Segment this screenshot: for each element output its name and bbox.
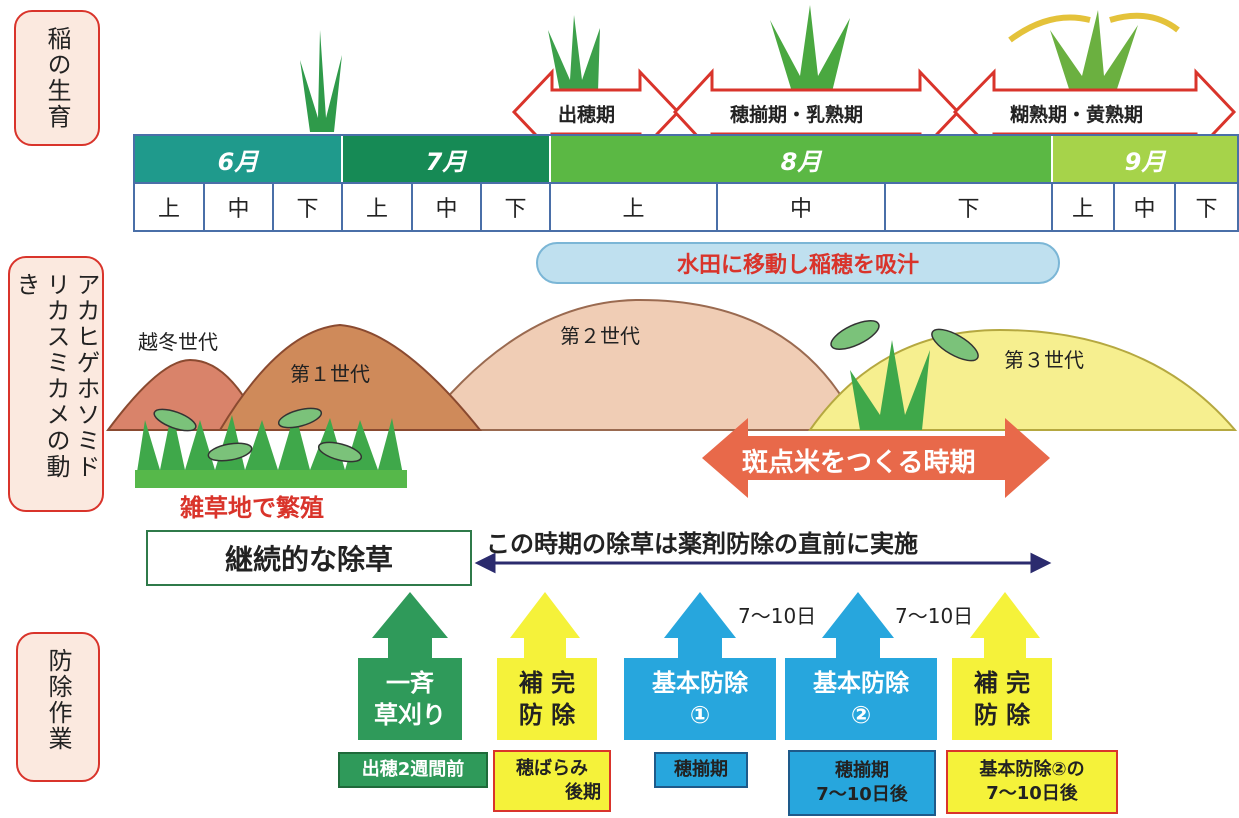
bug-side-label-box: アカヒゲホソミドリカスミカメの動き <box>8 256 104 512</box>
growth-side-label: 稲の生育 <box>43 26 71 130</box>
bug-icon <box>317 441 363 463</box>
interval-label-2: 7～10日 <box>895 604 974 628</box>
month-june: 6月 <box>135 136 343 182</box>
hill-gen1 <box>218 323 483 431</box>
weed-grass-icon <box>135 410 405 485</box>
timing-basic-1: 穂揃期 <box>654 752 748 788</box>
dekad-cell: 下 <box>1176 184 1237 230</box>
dekad-cell: 下 <box>482 184 551 230</box>
rice-young-plant-icon <box>548 15 600 92</box>
paddy-migration-text: 水田に移動し稲穂を吸汁 <box>676 253 919 278</box>
rice-seedling-icon <box>300 30 342 132</box>
paddy-migration-banner: 水田に移動し稲穂を吸汁 <box>536 242 1060 284</box>
stage-label-ripening: 穂揃期・乳熟期 <box>730 104 864 126</box>
work-item-supplementary-1: 補 完 防 除 <box>497 658 597 740</box>
weeding-note: この時期の除草は薬剤防除の直前に実施 <box>486 530 918 558</box>
timing-supplementary-1: 穂ばらみ 後期 <box>493 750 611 812</box>
dekad-cell: 中 <box>718 184 886 230</box>
dekad-cell: 中 <box>205 184 274 230</box>
dekad-cell: 上 <box>343 184 413 230</box>
stage-label-heading: 出穂期 <box>558 104 616 126</box>
growth-side-label-box: 稲の生育 <box>14 10 100 146</box>
bug-icon <box>277 407 323 429</box>
yellow-up-arrow-icon <box>970 592 1040 658</box>
interval-label-1: 7～10日 <box>738 604 817 628</box>
month-august: 8月 <box>551 136 1053 182</box>
work-side-label-box: 防除作業 <box>16 632 100 782</box>
dekad-cell: 中 <box>1115 184 1176 230</box>
green-up-arrow-icon <box>372 592 448 658</box>
bug-icon <box>830 320 880 350</box>
work-item-supplementary-2: 補 完 防 除 <box>952 658 1052 740</box>
dekad-cell: 上 <box>1053 184 1115 230</box>
rice-on-hill-icon <box>850 340 930 430</box>
work-item-basic-2: 基本防除 ② <box>785 658 937 740</box>
dekad-cell: 中 <box>413 184 482 230</box>
timing-mowing: 出穂2週間前 <box>338 752 488 788</box>
generation-1-label: 第１世代 <box>290 362 370 386</box>
blue-up-arrow-icon <box>822 592 894 658</box>
continuous-weeding-text: 継続的な除草 <box>224 543 393 576</box>
dekad-cell: 下 <box>274 184 343 230</box>
generation-3-label: 第３世代 <box>1004 348 1084 372</box>
work-side-label: 防除作業 <box>44 648 72 752</box>
work-item-basic-1: 基本防除 ① <box>624 658 776 740</box>
weed-breeding-label: 雑草地で繁殖 <box>180 494 324 522</box>
generation-overwinter-label: 越冬世代 <box>138 330 218 354</box>
spot-rice-period-label: 斑点米をつくる時期 <box>742 448 976 478</box>
bug-icon <box>931 328 979 362</box>
month-july: 7月 <box>343 136 551 182</box>
spot-rice-arrow <box>702 418 1050 498</box>
blue-up-arrow-icon <box>664 592 736 658</box>
timing-supplementary-2: 基本防除②の 7～10日後 <box>946 750 1118 814</box>
bug-icon <box>153 408 197 432</box>
rice-heading-plant-icon <box>770 5 850 92</box>
continuous-weeding-box: 継続的な除草 <box>146 530 472 586</box>
rice-ripe-plant-icon <box>1008 10 1180 92</box>
yellow-up-arrow-icon <box>510 592 580 658</box>
stage-label-maturing: 糊熟期・黄熟期 <box>1010 104 1144 126</box>
bug-icon <box>207 442 253 462</box>
bug-side-label: アカヒゲホソミドリカスミカメの動き <box>12 272 100 480</box>
generation-2-label: 第２世代 <box>560 324 640 348</box>
dekad-cell: 下 <box>886 184 1053 230</box>
work-item-mowing: 一斉 草刈り <box>358 658 462 740</box>
hill-gen2 <box>417 298 862 431</box>
timing-basic-2: 穂揃期 7～10日後 <box>788 750 936 816</box>
dekad-cell: 上 <box>551 184 718 230</box>
dekad-cell: 上 <box>135 184 205 230</box>
month-september: 9月 <box>1053 136 1237 182</box>
weeding-double-arrow-icon <box>474 552 1052 574</box>
